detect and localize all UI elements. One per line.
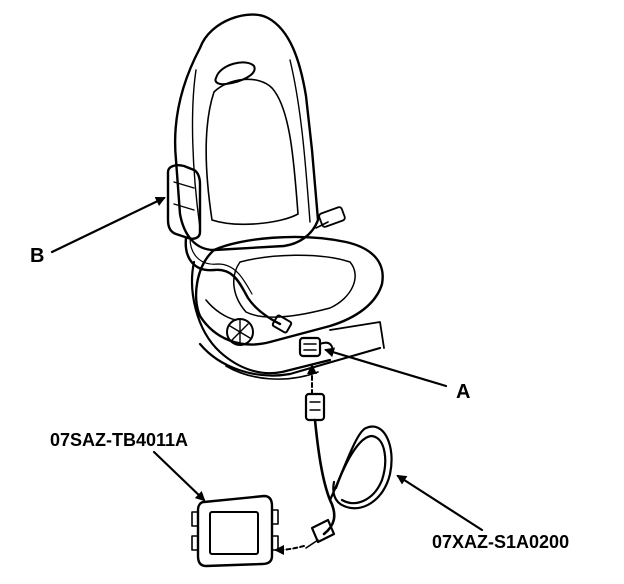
seat-connector-a [298,336,334,358]
side-airbag-module [166,164,202,240]
tester-tab-right-bottom [271,535,279,551]
seat-cushion [194,235,384,346]
seatback-center-panel [205,78,299,226]
side-trim [205,299,237,321]
harness-connector [271,314,293,334]
seatback-right-bolster [289,59,311,223]
leader-b [50,196,166,254]
seat-rail-front [198,342,382,377]
airbag-wire-harness [184,236,282,326]
recliner-knob [226,318,254,346]
label-a: A [456,381,470,403]
tester-tab-left-bottom [191,535,199,551]
airbag-wire-harness-inner [189,237,253,295]
seat-rail-lower [225,365,319,380]
cushion-center-panel [233,254,356,318]
headrest-opening [214,61,256,86]
tester-tab-left-top [191,511,199,527]
leader-tool-cable [396,474,484,532]
buckle-stem [315,221,329,229]
cable-to-box-dashed-arrow [274,544,305,555]
leader-tool-box [152,450,206,502]
leader-a [324,347,448,388]
tester-screen [209,511,259,555]
car-seat [173,13,385,380]
tester-unit [191,494,279,568]
test-cable [304,392,393,549]
seat-side-frame [191,260,332,375]
label-tool-box: 07SAZ-TB4011A [50,430,188,450]
tester-tab-right-top [271,509,279,525]
seat-rail-rear [329,321,385,349]
seatback-left-bolster [191,69,201,229]
seatbelt-buckle [318,206,346,228]
label-tool-cable: 07XAZ-S1A0200 [432,532,569,552]
label-b: B [30,245,44,267]
